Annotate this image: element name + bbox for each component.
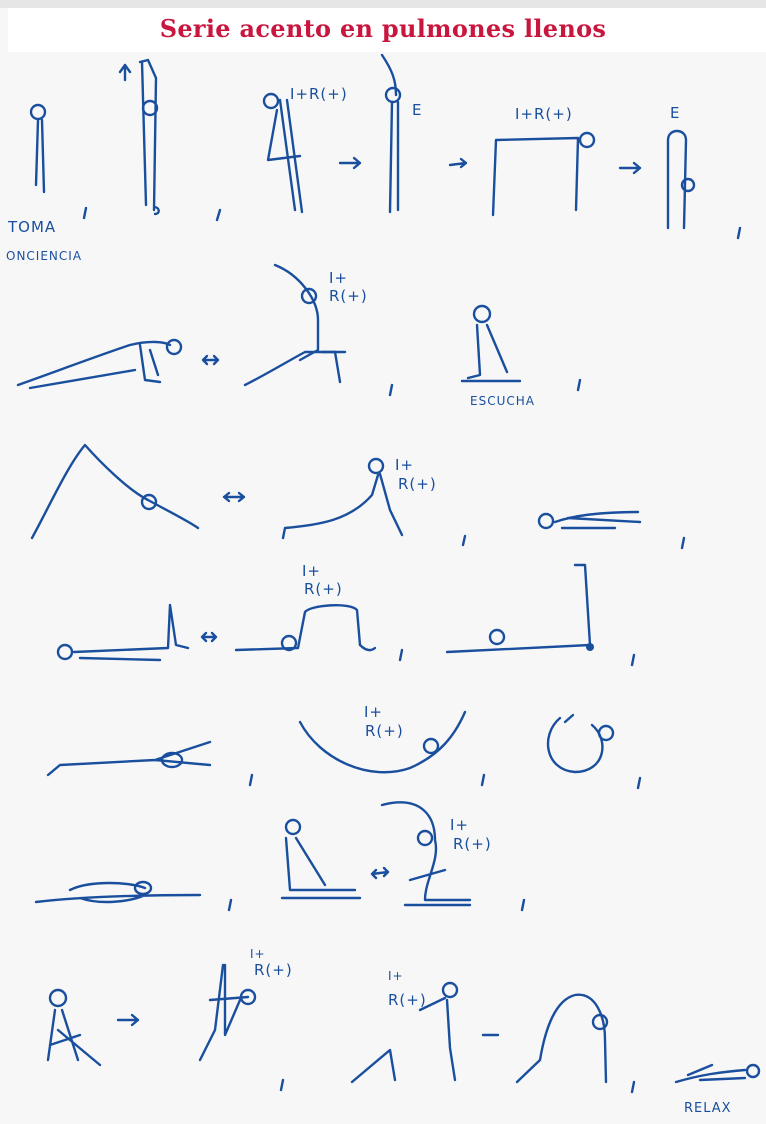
pose-seated-forward bbox=[282, 820, 360, 898]
separator-comma bbox=[632, 655, 634, 665]
label-retention: R(+) bbox=[304, 580, 343, 598]
label-exhale: E bbox=[670, 104, 680, 122]
pose-upward-dog bbox=[283, 459, 402, 538]
label-retention: R(+) bbox=[365, 722, 404, 740]
pose-lunge-prep bbox=[18, 340, 181, 388]
pose-shoulder-bridge bbox=[236, 605, 375, 650]
separator-comma bbox=[632, 1082, 634, 1092]
label-retention: R(+) bbox=[254, 961, 293, 979]
pose-warrior-variation bbox=[200, 965, 255, 1060]
pose-standing-awareness bbox=[31, 105, 45, 192]
label-inhale: I+ bbox=[395, 456, 414, 474]
pose-lying-relaxed bbox=[36, 882, 200, 902]
pose-lying-on-back bbox=[539, 512, 640, 528]
separator-comma bbox=[463, 536, 465, 545]
label-escucha: ESCUCHA bbox=[470, 394, 535, 408]
label-inhale: I+ bbox=[364, 703, 383, 721]
arrow-right-icon bbox=[340, 158, 360, 168]
pose-exhale-fold bbox=[668, 131, 694, 228]
pose-relax bbox=[676, 1065, 759, 1082]
separator-comma bbox=[281, 1080, 283, 1090]
label-inhale: I+ bbox=[388, 969, 404, 983]
pose-legs-up bbox=[447, 565, 594, 652]
arrow-both-icon bbox=[202, 633, 216, 641]
pose-arms-up bbox=[120, 60, 159, 214]
pose-exhale-standing bbox=[382, 55, 400, 212]
pose-lying-twist bbox=[48, 742, 210, 775]
label-conciencia: ONCIENCIA bbox=[6, 249, 82, 263]
arrow-both-icon bbox=[203, 356, 218, 364]
separator-comma bbox=[738, 228, 740, 238]
pose-downward-dog bbox=[32, 445, 198, 538]
label-inhale: I+ bbox=[302, 562, 321, 580]
label-exhale: E bbox=[412, 101, 422, 119]
label-retention: R(+) bbox=[388, 991, 427, 1009]
arrow-right-icon bbox=[620, 163, 640, 173]
separator-comma bbox=[390, 385, 392, 395]
pose-inhale-arms-back bbox=[264, 94, 302, 212]
pose-deep-forward-lunge bbox=[517, 995, 607, 1082]
label-inhale: I+ bbox=[250, 947, 266, 961]
separator-comma bbox=[578, 380, 580, 390]
label-inhale: I+ bbox=[329, 269, 348, 287]
label-retention: R(+) bbox=[398, 475, 437, 493]
separator-comma bbox=[217, 210, 220, 220]
label-inhale-retention: I+R(+) bbox=[290, 85, 348, 103]
separator-comma bbox=[229, 900, 231, 910]
separator-comma bbox=[84, 208, 86, 218]
label-retention: R(+) bbox=[329, 287, 368, 305]
arrow-both-icon bbox=[224, 493, 244, 501]
separator-comma bbox=[482, 775, 484, 785]
pose-seated-twist bbox=[48, 990, 100, 1065]
separator-comma bbox=[522, 900, 524, 910]
arrow-right-icon bbox=[450, 159, 466, 167]
label-inhale: I+ bbox=[450, 816, 469, 834]
pose-seated-listening bbox=[462, 306, 520, 381]
label-retention: R(+) bbox=[453, 835, 492, 853]
label-inhale-retention: I+R(+) bbox=[515, 105, 573, 123]
arrow-both-icon bbox=[372, 868, 388, 878]
separator-comma bbox=[682, 538, 684, 548]
arrow-right-icon bbox=[118, 1015, 138, 1025]
separator-comma bbox=[250, 775, 252, 785]
separator-comma bbox=[400, 650, 402, 660]
separator-comma bbox=[638, 778, 640, 788]
pose-curled-roll bbox=[548, 715, 613, 772]
label-relax: RELAX bbox=[684, 1101, 732, 1116]
label-toma: TOMA bbox=[7, 218, 56, 236]
pose-forward-bend-flat bbox=[493, 133, 594, 215]
pose-single-leg-raise bbox=[58, 605, 188, 660]
